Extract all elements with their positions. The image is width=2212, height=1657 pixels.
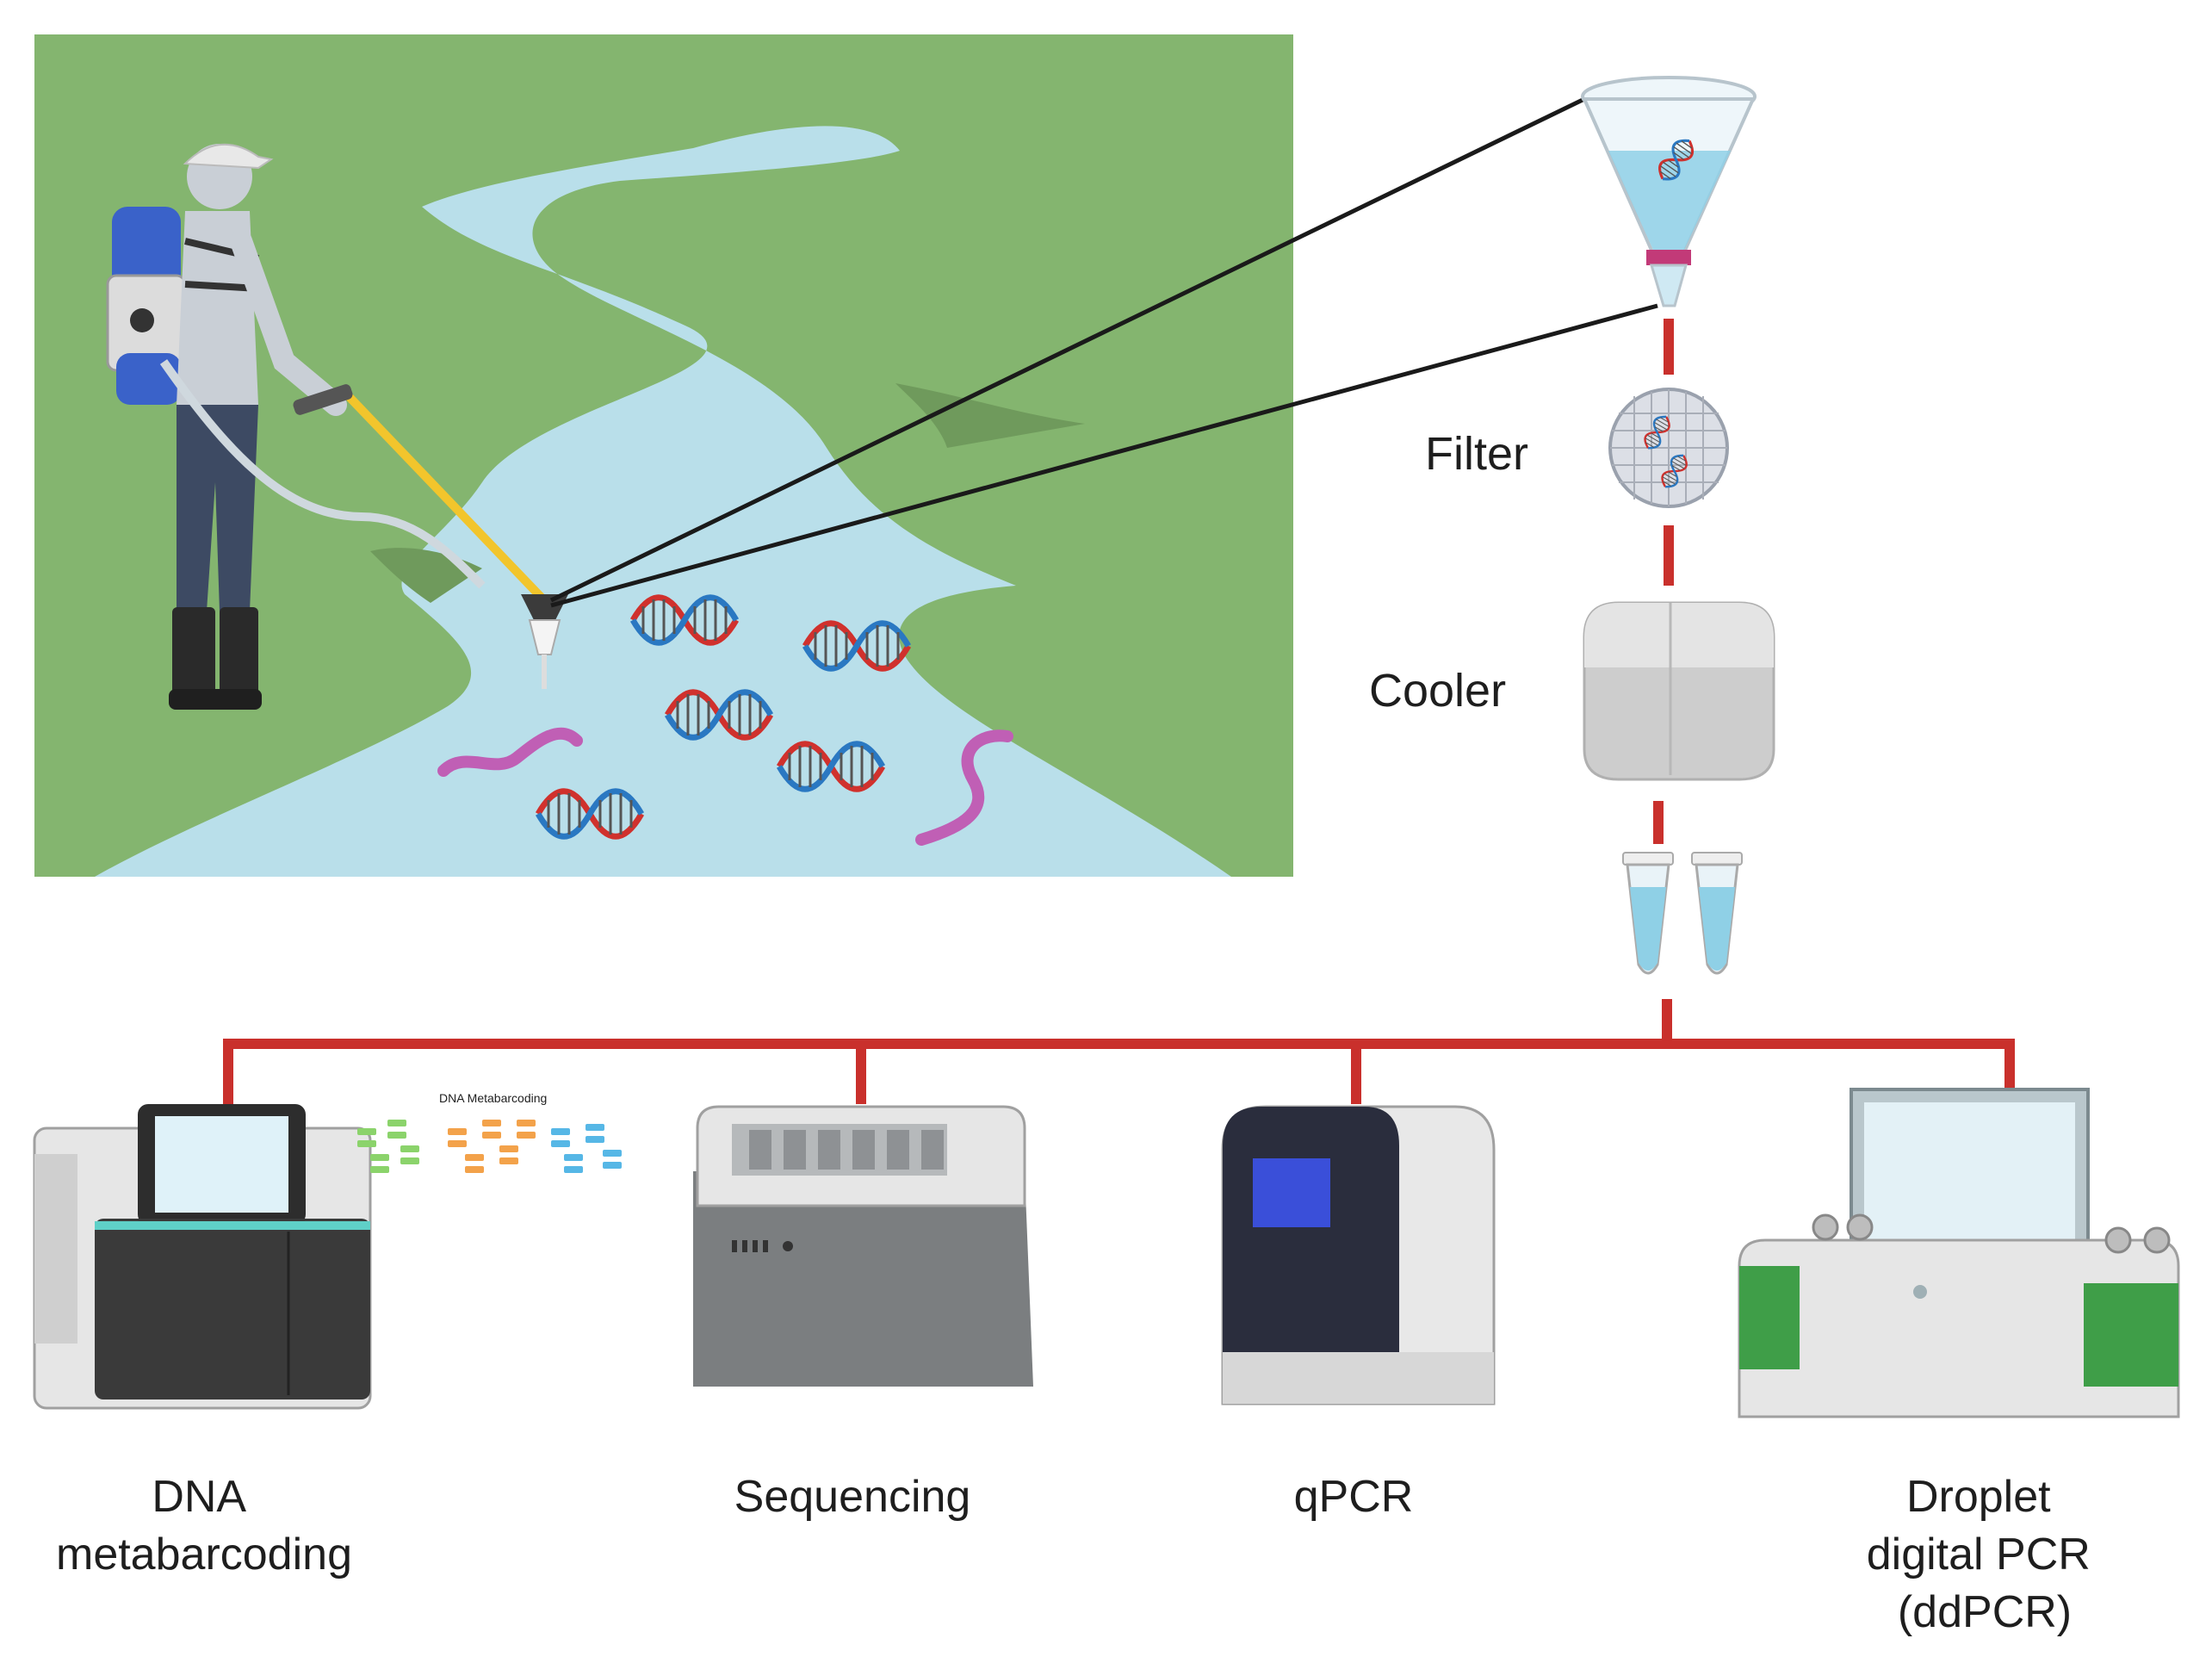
cooler-box-icon — [1583, 601, 1775, 781]
qpcr-label: qPCR — [1294, 1472, 1414, 1522]
zoom-line — [550, 303, 1658, 608]
sequencing-machine-icon — [693, 1105, 1033, 1387]
zoom-line — [549, 96, 1586, 603]
cooler-label: Cooler — [1369, 665, 1506, 717]
worm-icon — [915, 729, 1013, 846]
dna-metabarcoding-label: DNA metabarcoding — [56, 1472, 352, 1579]
metabarcoding-inset-label: DNA Metabarcoding — [439, 1091, 547, 1105]
filter-label: Filter — [1425, 428, 1528, 480]
filter-membrane-icon — [1608, 388, 1729, 508]
sequencer-instrument-icon — [33, 1104, 372, 1410]
qpcr-machine-icon — [1221, 1105, 1496, 1406]
worm-icon — [437, 727, 583, 777]
ddpcr-label: Droplet digital PCR (ddPCR) — [1867, 1472, 2104, 1637]
sample-tubes-icon — [1622, 852, 1743, 975]
filter-funnel-icon — [1581, 76, 1757, 307]
river — [95, 126, 1231, 877]
workflow-connector — [1653, 319, 1674, 1042]
metabarcoding-barcodes: DNA Metabarcoding — [357, 1091, 622, 1173]
sequencing-label: Sequencing — [734, 1472, 971, 1522]
ddpcr-machine-icon — [1738, 1088, 2180, 1418]
bank-shadow — [895, 383, 1085, 448]
person-with-backpack-sampler-icon — [106, 143, 568, 710]
